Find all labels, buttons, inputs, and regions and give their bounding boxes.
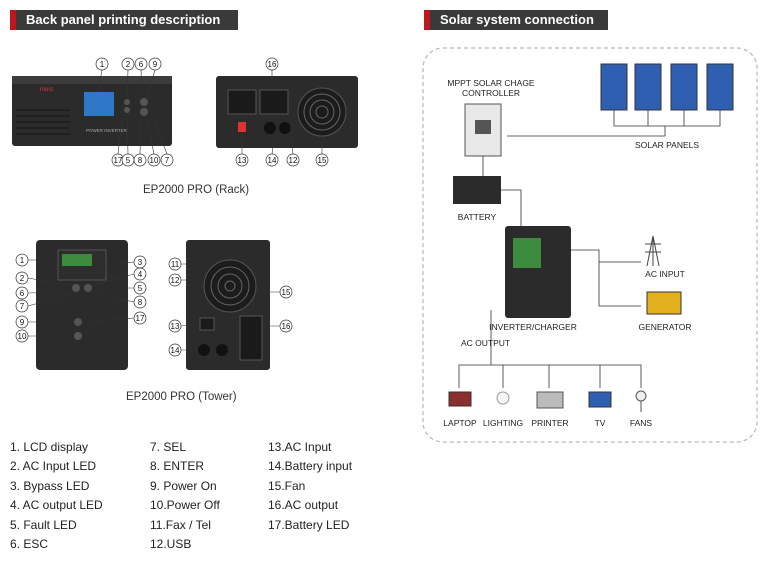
- header-accent-bar: [10, 10, 16, 30]
- ac-output-label: AC OUTPUT: [461, 338, 510, 348]
- tower-callout-15: 15: [282, 288, 291, 297]
- legend-item: 16.AC output: [268, 498, 339, 513]
- controller-label-2: CONTROLLER: [462, 88, 520, 98]
- tower-caption: EP2000 PRO (Tower): [126, 391, 237, 403]
- load-label-laptop: LAPTOP: [443, 418, 477, 428]
- rack-callout-15: 15: [318, 156, 327, 165]
- legend-item: 13.AC Input: [268, 440, 332, 454]
- rack-callout-10: 10: [150, 156, 159, 165]
- rack-callout-16: 16: [268, 60, 277, 69]
- legend-item: 15.Fan: [268, 478, 306, 493]
- solar-panel-icons: [600, 63, 734, 111]
- rack-devices-illustration: must POWER INVERTER 1 2 6 9 17 5 8 10 7 …: [12, 57, 358, 167]
- rack-vent-slots: [16, 109, 70, 135]
- tower-callout-7: 7: [20, 302, 25, 311]
- rack-fan: [297, 87, 347, 137]
- tower-callout-5: 5: [138, 284, 143, 293]
- rack-callouts: [95, 57, 329, 167]
- fan-icon: [635, 390, 647, 402]
- legend-item: 12.USB: [150, 536, 192, 551]
- legend-item: 7. SEL: [150, 440, 187, 454]
- tv-icon: [588, 391, 612, 408]
- tower-callout-10: 10: [18, 332, 27, 341]
- legend-item: 6. ESC: [10, 536, 49, 551]
- legend-item: 2. AC Input LED: [10, 459, 97, 474]
- load-label-fans: FANS: [630, 418, 653, 428]
- rack-callout-17: 17: [114, 156, 123, 165]
- battery-icon: [453, 176, 501, 204]
- tower-devices-illustration: 1 2 6 7 9 10 3 4 5 8 17 11 12 13 14 15 1…: [15, 240, 293, 370]
- legend-item: 9. Power On: [150, 478, 217, 493]
- tower-callout-11: 11: [171, 260, 180, 269]
- rack-callout-14: 14: [268, 156, 277, 165]
- generator-icon: [646, 291, 682, 315]
- svg-text:must: must: [40, 87, 53, 93]
- svg-text:POWER INVERTER: POWER INVERTER: [86, 128, 128, 133]
- legend-item: 5. Fault LED: [10, 517, 77, 532]
- tower-callout-13: 13: [171, 322, 180, 331]
- load-label-lighting: LIGHTING: [483, 418, 523, 428]
- printer-icon: [536, 391, 564, 409]
- tower-callout-16: 16: [282, 322, 291, 331]
- tower-callout-6: 6: [20, 289, 25, 298]
- tower-callout-8: 8: [138, 298, 143, 307]
- legend-item: 17.Battery LED: [268, 517, 350, 532]
- rack-callout-7: 7: [165, 156, 170, 165]
- solar-panels-label: SOLAR PANELS: [635, 140, 699, 150]
- rack-callout-1: 1: [100, 60, 105, 69]
- ac-input-tower-icon: [645, 235, 661, 267]
- tower-callout-14: 14: [171, 346, 180, 355]
- rack-callout-9: 9: [153, 60, 158, 69]
- lightbulb-icon: [496, 391, 510, 405]
- rack-lcd-display: [84, 92, 114, 116]
- rack-caption: EP2000 PRO (Rack): [143, 184, 250, 196]
- rack-callout-5: 5: [126, 156, 131, 165]
- legend-item: 4. AC output LED: [10, 498, 103, 513]
- right-header-text: Solar system connection: [440, 12, 594, 27]
- diagram-dashed-frame: [422, 47, 758, 443]
- rack-callout-8: 8: [138, 156, 143, 165]
- tower-callout-9: 9: [20, 318, 25, 327]
- left-section-header: Back panel printing description: [10, 10, 238, 30]
- tower-callout-1: 1: [20, 256, 25, 265]
- rack-callout-13: 13: [238, 156, 247, 165]
- tower-fan: [203, 259, 257, 313]
- legend-item: 8. ENTER: [150, 459, 205, 474]
- inverter-label: INVERTER/CHARGER: [489, 322, 577, 332]
- legend-item: 14.Battery input: [268, 459, 353, 474]
- tower-callout-2: 2: [20, 274, 25, 283]
- rack-callout-12: 12: [289, 156, 298, 165]
- rack-callout-2: 2: [126, 60, 131, 69]
- left-header-text: Back panel printing description: [26, 12, 221, 27]
- legend-item: 1. LCD display: [10, 440, 89, 454]
- ac-input-label: AC INPUT: [645, 269, 685, 279]
- legend-item: 3. Bypass LED: [10, 478, 90, 493]
- laptop-icon: [448, 391, 472, 407]
- load-label-printer: PRINTER: [531, 418, 568, 428]
- solar-system-diagram: MPPT SOLAR CHAGE CONTROLLER SOLAR PANELS…: [422, 47, 758, 443]
- legend-item: 11.Fax / Tel: [150, 517, 211, 532]
- load-label-tv: TV: [595, 418, 606, 428]
- generator-label: GENERATOR: [638, 322, 691, 332]
- tower-callout-4: 4: [138, 270, 143, 279]
- legend-item: 10.Power Off: [150, 498, 220, 513]
- tower-callout-3: 3: [138, 258, 143, 267]
- header-accent-bar: [424, 10, 430, 30]
- controller-label: MPPT SOLAR CHAGE: [447, 78, 535, 88]
- battery-label: BATTERY: [458, 212, 497, 222]
- tower-callout-17: 17: [136, 314, 145, 323]
- tower-callout-12: 12: [171, 276, 180, 285]
- rack-callout-6: 6: [139, 60, 144, 69]
- right-section-header: Solar system connection: [424, 10, 608, 30]
